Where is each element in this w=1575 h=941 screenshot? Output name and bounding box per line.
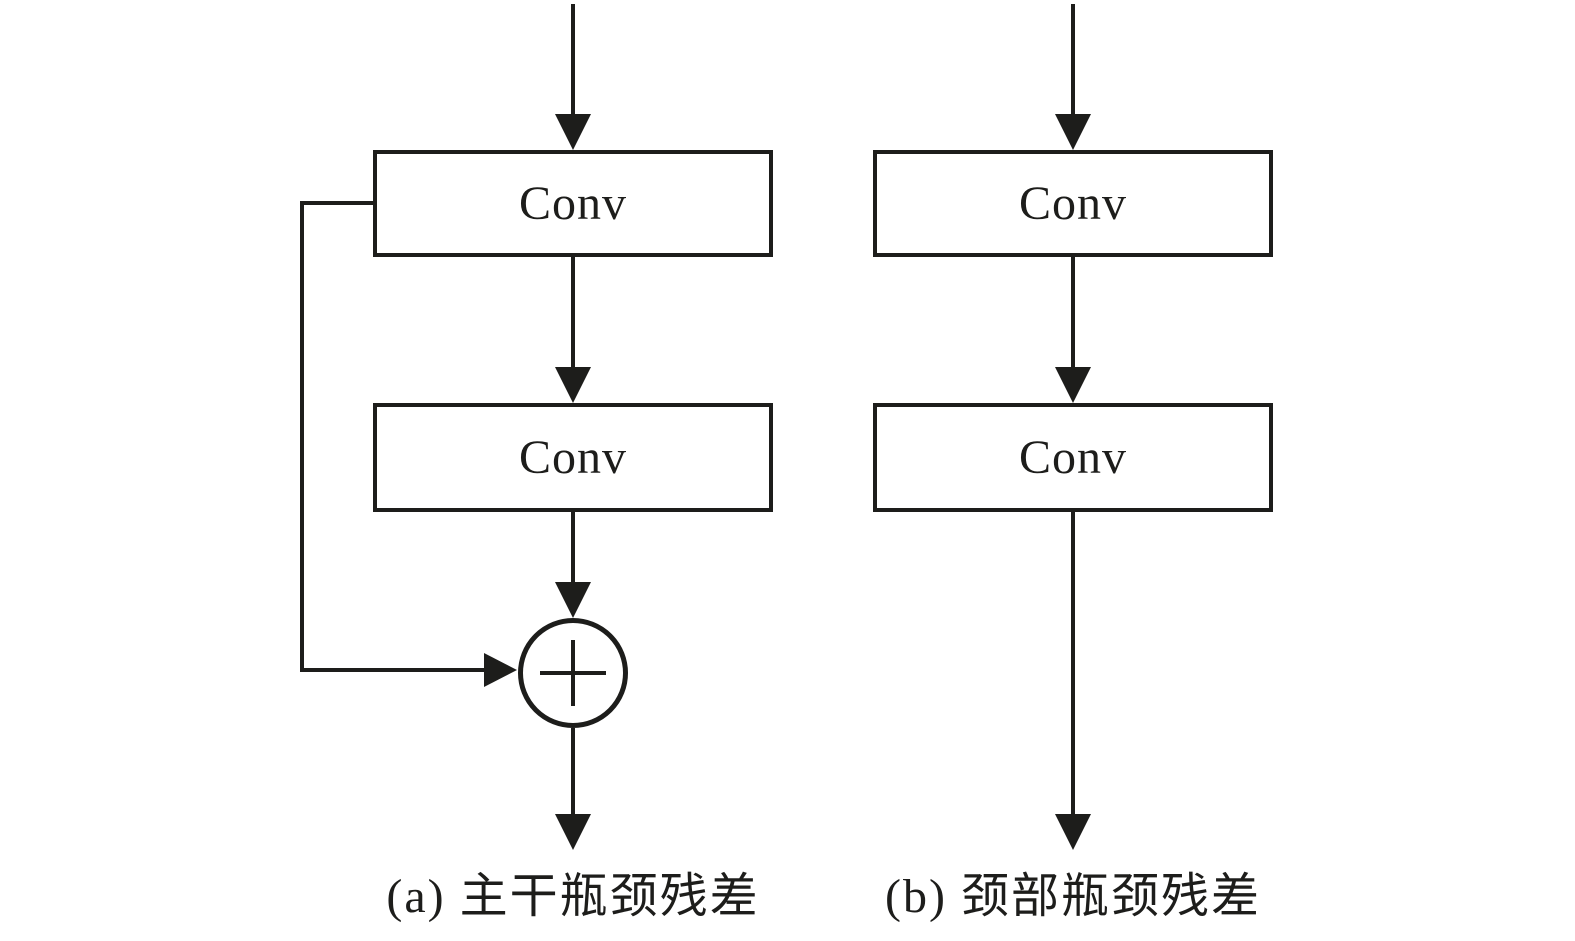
panel-a-conv1-conv2-arrowhead-icon [555, 367, 591, 403]
panel-b-output-arrowhead-icon [1055, 814, 1091, 850]
plus-icon [571, 640, 575, 706]
panel-b-input-line [1071, 4, 1075, 116]
panel-a-conv1-block: Conv [373, 150, 773, 257]
panel-a-caption: (a) 主干瓶颈残差 [386, 870, 760, 923]
panel-a-skip-arrowhead-icon [484, 653, 517, 687]
panel-b-output-line [1071, 512, 1075, 814]
panel-a-conv2-add-line [571, 512, 575, 582]
panel-a-add-node [518, 618, 628, 728]
panel-a-conv1-label: Conv [518, 176, 627, 230]
panel-a-conv2-block: Conv [373, 403, 773, 512]
panel-a-conv2-add-arrowhead-icon [555, 582, 591, 618]
panel-b-conv1-block: Conv [873, 150, 1273, 257]
panel-b-conv1-label: Conv [1018, 176, 1127, 230]
panel-a-output-line [571, 728, 575, 814]
panel-a-skip-vertical-segment [300, 201, 304, 672]
panel-a-conv2-label: Conv [518, 430, 627, 484]
panel-b-conv1-conv2-arrowhead-icon [1055, 367, 1091, 403]
panel-a-skip-bottom-segment [302, 668, 485, 672]
panel-a-skip-top-segment [302, 201, 373, 205]
panel-b-conv2-block: Conv [873, 403, 1273, 512]
panel-b-caption: (b) 颈部瓶颈残差 [885, 870, 1261, 923]
panel-b-conv2-label: Conv [1018, 430, 1127, 484]
panel-a-output-arrowhead-icon [555, 814, 591, 850]
panel-a-input-arrowhead-icon [555, 114, 591, 150]
panel-b-input-arrowhead-icon [1055, 114, 1091, 150]
panel-b-conv1-conv2-line [1071, 257, 1075, 367]
panel-a-input-line [571, 4, 575, 116]
panel-a-conv1-conv2-line [571, 257, 575, 367]
